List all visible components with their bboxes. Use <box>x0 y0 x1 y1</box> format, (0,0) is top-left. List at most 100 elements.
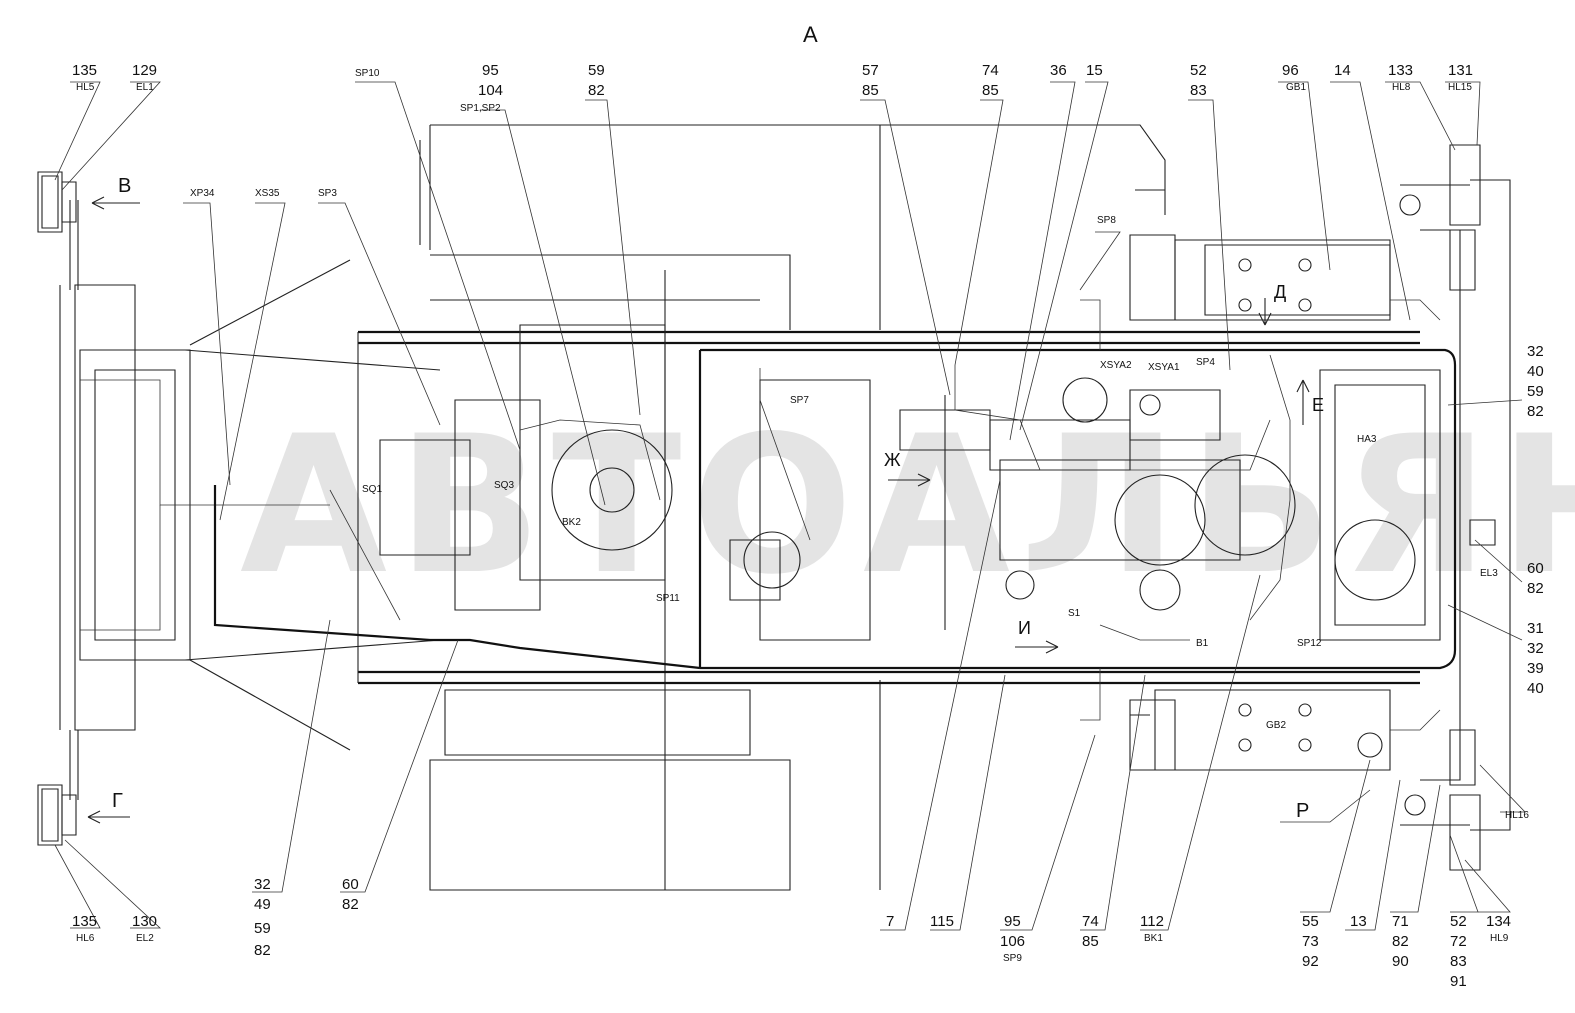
label-sp4: SP4 <box>1196 357 1215 368</box>
callout-b55: 55 <box>1302 913 1319 930</box>
label-bk2: BK2 <box>562 517 581 528</box>
arrow-label-v: В <box>118 175 132 197</box>
code-hl6: HL6 <box>76 933 95 944</box>
callout-r39: 39 <box>1527 660 1544 677</box>
callout-b112: 112 <box>1140 913 1164 930</box>
callout-14: 14 <box>1334 62 1351 79</box>
label-sp7: SP7 <box>790 395 809 406</box>
arrow-label-g: Г <box>112 790 123 812</box>
code-gb1: GB1 <box>1286 82 1307 93</box>
label-sp11: SP11 <box>656 593 680 604</box>
label-sp3: SP3 <box>318 188 337 199</box>
label-b1: B1 <box>1196 638 1209 649</box>
callout-b91: 91 <box>1450 973 1467 990</box>
callout-b92: 92 <box>1302 953 1319 970</box>
label-xp34: XP34 <box>190 188 215 199</box>
callout-b71: 71 <box>1392 913 1409 930</box>
label-ha3: HA3 <box>1357 434 1377 445</box>
label-sp10: SP10 <box>355 68 380 79</box>
callout-r31: 31 <box>1527 620 1544 637</box>
callout-leaders <box>54 81 1526 931</box>
view-arrows <box>87 196 1310 824</box>
callout-b7: 7 <box>886 913 895 930</box>
watermark: АВТОАЛЬЯНС <box>240 395 1575 616</box>
callout-b95: 95 <box>1004 913 1021 930</box>
callout-b82b: 82 <box>342 896 359 913</box>
arrow-label-i: И <box>1018 618 1031 638</box>
callout-r60: 60 <box>1527 560 1544 577</box>
callout-b13: 13 <box>1350 913 1367 930</box>
view-title: А <box>803 22 818 47</box>
label-xs35: XS35 <box>255 188 280 199</box>
callout-74-top: 74 <box>982 62 999 79</box>
callout-b83: 83 <box>1450 953 1467 970</box>
callout-95-top: 95 <box>482 62 499 79</box>
code-el1: EL1 <box>136 82 154 93</box>
label-sp12: SP12 <box>1297 638 1322 649</box>
callout-85-b: 85 <box>982 82 999 99</box>
callout-85-a: 85 <box>862 82 879 99</box>
arrow-label-d: Д <box>1274 282 1287 302</box>
callout-130: 130 <box>132 913 158 930</box>
callout-r82a: 82 <box>1527 403 1544 420</box>
callout-b73: 73 <box>1302 933 1319 950</box>
callout-b90: 90 <box>1392 953 1409 970</box>
arrow-label-r: Р <box>1296 800 1310 822</box>
callout-131: 131 <box>1448 62 1474 79</box>
label-el3: EL3 <box>1480 568 1498 579</box>
label-xsya2: XSYA2 <box>1100 360 1132 371</box>
code-sp9: SP9 <box>1003 953 1022 964</box>
callout-52-top: 52 <box>1190 62 1207 79</box>
callout-b59: 59 <box>254 920 271 937</box>
callout-104: 104 <box>478 82 504 99</box>
label-s1: S1 <box>1068 608 1081 619</box>
code-hl9: HL9 <box>1490 933 1509 944</box>
callout-r40a: 40 <box>1527 363 1544 380</box>
callout-b74: 74 <box>1082 913 1099 930</box>
label-sp8: SP8 <box>1097 215 1116 226</box>
code-sp1-sp2: SP1,SP2 <box>460 103 501 114</box>
callout-133: 133 <box>1388 62 1414 79</box>
arrow-label-e: Е <box>1312 395 1325 415</box>
callout-r32a: 32 <box>1527 343 1544 360</box>
callout-b115: 115 <box>930 913 954 930</box>
callout-135-top: 135 <box>72 62 98 79</box>
callout-57: 57 <box>862 62 879 79</box>
callout-b85: 85 <box>1082 933 1099 950</box>
code-hl8: HL8 <box>1392 82 1411 93</box>
wiring-harness <box>80 299 1457 731</box>
callout-b106: 106 <box>1000 933 1026 950</box>
callout-r82b: 82 <box>1527 580 1544 597</box>
callout-15: 15 <box>1086 62 1103 79</box>
callout-b32: 32 <box>254 876 271 893</box>
callout-b82c: 82 <box>1392 933 1409 950</box>
callout-129: 129 <box>132 62 158 79</box>
code-hl15: HL15 <box>1448 82 1472 93</box>
callout-b60: 60 <box>342 876 359 893</box>
callout-b72: 72 <box>1450 933 1467 950</box>
arrow-label-zh: Ж <box>884 450 901 470</box>
label-sq3: SQ3 <box>494 480 515 491</box>
callout-b52: 52 <box>1450 913 1467 930</box>
callout-36: 36 <box>1050 62 1067 79</box>
callout-135-bottom: 135 <box>72 913 98 930</box>
front-headlamps <box>37 171 77 846</box>
label-gb2: GB2 <box>1266 720 1287 731</box>
callout-59-top: 59 <box>588 62 605 79</box>
label-xsya1: XSYA1 <box>1148 362 1180 373</box>
callout-b49: 49 <box>254 896 271 913</box>
code-el2: EL2 <box>136 933 154 944</box>
callout-r32b: 32 <box>1527 640 1544 657</box>
callout-96: 96 <box>1282 62 1299 79</box>
callout-83-top: 83 <box>1190 82 1207 99</box>
callout-82-top: 82 <box>588 82 605 99</box>
cab-outline <box>59 124 1511 891</box>
code-bk1: BK1 <box>1144 933 1163 944</box>
label-sq1: SQ1 <box>362 484 383 495</box>
code-hl5: HL5 <box>76 82 95 93</box>
callout-r40b: 40 <box>1527 680 1544 697</box>
label-hl16: HL16 <box>1505 810 1529 821</box>
callout-b134: 134 <box>1486 913 1512 930</box>
